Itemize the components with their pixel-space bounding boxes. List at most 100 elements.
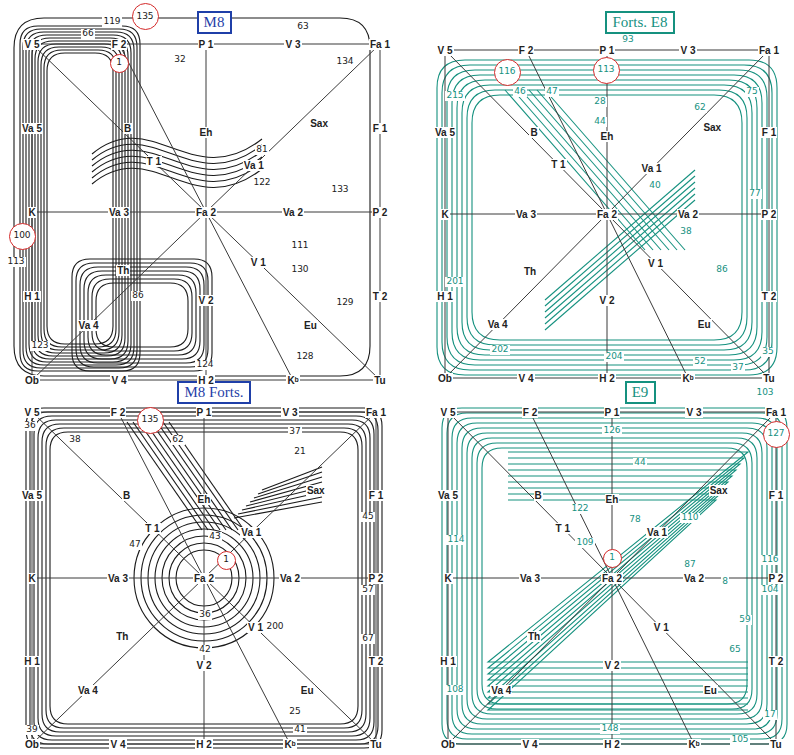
path-strand	[529, 90, 669, 250]
path-number: 39	[25, 725, 38, 735]
path-strand	[488, 452, 748, 662]
instrument-label: Va 4	[487, 319, 509, 330]
path-strand	[488, 500, 748, 710]
instrument-label: H 1	[23, 656, 41, 667]
path-loop	[96, 283, 188, 347]
path-number: 124	[195, 360, 214, 370]
instrument-label: K	[27, 207, 36, 218]
instrument-label: T 2	[768, 656, 784, 667]
path-number: 126	[602, 426, 621, 436]
path-number: 65	[728, 645, 741, 655]
instrument-label: Va 3	[515, 209, 537, 220]
path-loop	[20, 26, 140, 371]
path-number: 119	[102, 17, 121, 27]
instrument-label: V 5	[439, 407, 456, 418]
instrument-label: T 1	[555, 523, 571, 534]
path-number: 77	[748, 189, 761, 199]
grid-diagonal	[32, 412, 376, 744]
instrument-label: Eu	[303, 320, 318, 331]
path-loop	[14, 18, 370, 376]
path-number: 204	[604, 352, 623, 362]
path-number: 201	[445, 277, 464, 287]
path-loop	[76, 263, 208, 367]
panel-title-box: E9	[625, 381, 656, 404]
instrument-label: Eh	[197, 494, 212, 505]
instrument-label: Fa 1	[758, 45, 780, 56]
instrument-label: Ob	[440, 739, 456, 750]
path-strand	[151, 422, 226, 530]
path-number: 133	[330, 185, 349, 195]
path-strand	[545, 200, 695, 330]
circled-number: 1	[110, 54, 129, 73]
grid-frame	[32, 412, 376, 744]
instrument-label: V 1	[653, 622, 670, 633]
circled-number: 127	[763, 421, 790, 448]
path-number: 78	[628, 515, 641, 525]
path-number: 93	[621, 35, 634, 45]
instrument-label: Va 5	[434, 127, 456, 138]
path-number: 52	[693, 357, 706, 367]
instrument-label: Eu	[300, 685, 315, 696]
path-number: 44	[633, 458, 646, 468]
instrument-label: V 1	[247, 622, 264, 633]
path-number: 37	[731, 363, 744, 373]
instrument-label: B	[534, 490, 543, 501]
instrument-label: Eh	[605, 494, 620, 505]
instrument-label: Fa 2	[601, 573, 623, 584]
instrument-label: Eu	[703, 685, 718, 696]
instrument-label: Eh	[600, 131, 615, 142]
grid-diagonal	[206, 212, 293, 380]
instrument-label: H 2	[598, 373, 616, 384]
instrument-label: V 4	[109, 739, 126, 750]
grid-diagonal	[118, 412, 204, 578]
path-strand	[92, 150, 262, 169]
instrument-label: V 2	[195, 660, 212, 671]
instrument-label: Kᵇ	[286, 375, 299, 386]
circled-number: 1	[217, 551, 236, 570]
grid-diagonal	[530, 412, 612, 578]
circled-number-text: 135	[141, 415, 158, 425]
path-number: 128	[295, 352, 314, 362]
path-strand	[488, 458, 748, 668]
path-number: 134	[335, 57, 354, 67]
path-number: 40	[648, 181, 661, 191]
instrument-label: Kᵇ	[687, 739, 700, 750]
path-number: 47	[545, 87, 558, 97]
instrument-label: Va 5	[21, 490, 43, 501]
instrument-label: Va 3	[107, 573, 129, 584]
instrument-label: F 2	[518, 45, 534, 56]
instrument-label: H 2	[195, 739, 213, 750]
grid-frame	[445, 50, 769, 378]
path-strand	[169, 422, 244, 530]
circled-number: 135	[132, 3, 159, 30]
path-number: 37	[288, 427, 301, 437]
path-number: 47	[128, 540, 141, 550]
instrument-label: Fa 1	[365, 407, 387, 418]
path-number: 59	[738, 615, 751, 625]
instrument-label: Kᵇ	[283, 739, 296, 750]
path-strand	[92, 162, 262, 181]
path-loop	[88, 275, 196, 355]
instrument-label: V 1	[250, 257, 267, 268]
instrument-label: H 2	[603, 739, 621, 750]
instrument-label: Va 2	[282, 207, 304, 218]
path-strand	[139, 422, 214, 530]
instrument-label: Fa 2	[193, 573, 215, 584]
path-number: 87	[683, 560, 696, 570]
instrument-label: Va 4	[78, 320, 100, 331]
instrument-label: V 2	[598, 295, 615, 306]
instrument-label: Ob	[24, 375, 40, 386]
grid-diagonal	[612, 578, 694, 744]
instrument-label: V 4	[110, 375, 127, 386]
path-number: 202	[490, 345, 509, 355]
path-number: 86	[131, 291, 144, 301]
instrument-label: Sax	[309, 118, 329, 129]
instrument-label: Va 2	[683, 573, 705, 584]
instrument-label: H 1	[23, 291, 41, 302]
instrument-label: B	[122, 490, 131, 501]
path-number: 42	[198, 645, 211, 655]
instrument-label: F 1	[768, 490, 784, 501]
path-loop	[30, 412, 378, 744]
path-number: 62	[171, 435, 184, 445]
